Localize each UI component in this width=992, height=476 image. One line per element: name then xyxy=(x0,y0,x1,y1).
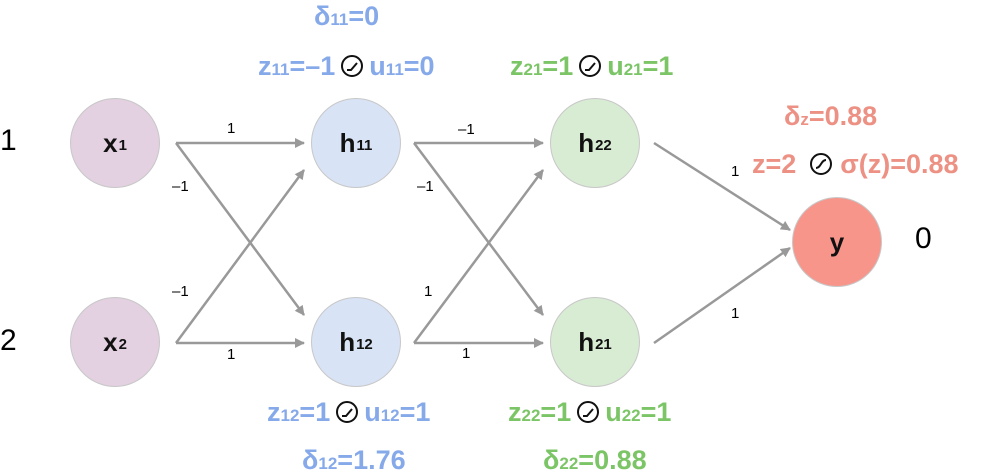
node-h11-sub: 11 xyxy=(356,136,373,154)
delta-h22-sub: 22 xyxy=(559,454,579,473)
u-h11-sub: 11 xyxy=(385,60,404,79)
node-x1-label: x xyxy=(103,127,118,158)
weight-x1-h11: 1 xyxy=(227,120,236,137)
weight-h12-h22: 1 xyxy=(424,283,433,300)
z-y-text: z=2 xyxy=(752,149,797,179)
delta-h11-sym: δ xyxy=(314,1,331,31)
delta-h22-val: =0.88 xyxy=(578,445,647,475)
z-h11-sub: 11 xyxy=(271,60,290,79)
delta-h11-val: =0 xyxy=(348,1,380,31)
z-h22-val: =1 xyxy=(540,397,572,427)
weight-h21-y: 1 xyxy=(731,305,740,322)
z-h12-sym: z xyxy=(267,397,281,427)
edge-h11-h21 xyxy=(413,142,544,316)
relu-icon xyxy=(579,55,602,77)
u-h22-sub: 22 xyxy=(621,406,641,425)
sigma-y-text: σ(z)=0.88 xyxy=(840,149,959,179)
delta-h12-sub: 12 xyxy=(318,454,338,473)
z-h11-sym: z xyxy=(258,51,272,81)
u-h12-val: =1 xyxy=(399,397,431,427)
node-x1-sub: 1 xyxy=(118,136,127,154)
delta-h11-sub: 11 xyxy=(330,10,349,29)
z-sigma-y: z=2 σ(z)=0.88 xyxy=(752,149,959,180)
input-value-x1: 1 xyxy=(0,124,17,157)
weight-h12-h21: 1 xyxy=(462,345,471,362)
weight-x2-h11: –1 xyxy=(172,283,189,300)
node-y-label: y xyxy=(829,226,845,257)
edge-h21-y xyxy=(653,246,791,345)
relu-icon xyxy=(577,401,600,423)
z-h21-sub: 21 xyxy=(523,60,543,79)
u-h22-sym: u xyxy=(605,397,622,427)
node-h11-label: h xyxy=(339,127,356,158)
u-h11-sym: u xyxy=(369,51,386,81)
input-value-x2: 2 xyxy=(0,324,17,357)
target-value: 0 xyxy=(915,222,932,255)
node-h12-sub: 12 xyxy=(356,335,373,353)
z-h22-sub: 22 xyxy=(521,406,541,425)
edge-h22-y xyxy=(653,141,791,232)
edge-x2-h11 xyxy=(174,169,306,344)
u-h12-sub: 12 xyxy=(380,406,400,425)
node-x2-sub: 2 xyxy=(118,335,127,353)
u-h21-sym: u xyxy=(607,51,624,81)
z-h11-val: =–1 xyxy=(289,51,336,81)
u-h12-sym: u xyxy=(364,397,381,427)
weight-x1-h12: –1 xyxy=(172,178,189,195)
node-x2-label: x xyxy=(103,326,118,357)
relu-icon xyxy=(336,401,359,423)
weight-h22-y: 1 xyxy=(731,163,740,180)
u-h22-val: =1 xyxy=(640,397,672,427)
delta-z-val: =0.88 xyxy=(808,101,878,131)
relu-icon xyxy=(341,55,364,77)
delta-h12-val: =1.76 xyxy=(337,445,406,475)
node-y: y xyxy=(792,197,882,287)
sigmoid-icon xyxy=(810,153,833,175)
delta-z-sym: δ xyxy=(784,101,801,131)
delta-z-sub: z xyxy=(800,110,809,129)
node-h12-label: h xyxy=(339,326,356,357)
z-h12-val: =1 xyxy=(299,397,331,427)
node-h21-label: h xyxy=(578,326,595,357)
weight-h11-h21: –1 xyxy=(417,178,434,195)
z-h12-sub: 12 xyxy=(280,406,300,425)
edge-h12-h22 xyxy=(412,169,545,344)
weight-x2-h12: 1 xyxy=(227,346,236,363)
u-h21-sub: 21 xyxy=(623,60,643,79)
weight-h11-h22: –1 xyxy=(458,121,475,138)
edge-x1-h12 xyxy=(174,142,306,316)
delta-h12-sym: δ xyxy=(302,445,319,475)
z-h21-val: =1 xyxy=(542,51,574,81)
node-h22-sub: 22 xyxy=(595,136,612,154)
node-h22-label: h xyxy=(578,127,595,158)
node-h21-sub: 21 xyxy=(595,335,612,353)
delta-h22-sym: δ xyxy=(543,445,560,475)
z-h21-sym: z xyxy=(510,51,524,81)
u-h11-val: =0 xyxy=(403,51,435,81)
u-h21-val: =1 xyxy=(642,51,674,81)
z-h22-sym: z xyxy=(508,397,522,427)
